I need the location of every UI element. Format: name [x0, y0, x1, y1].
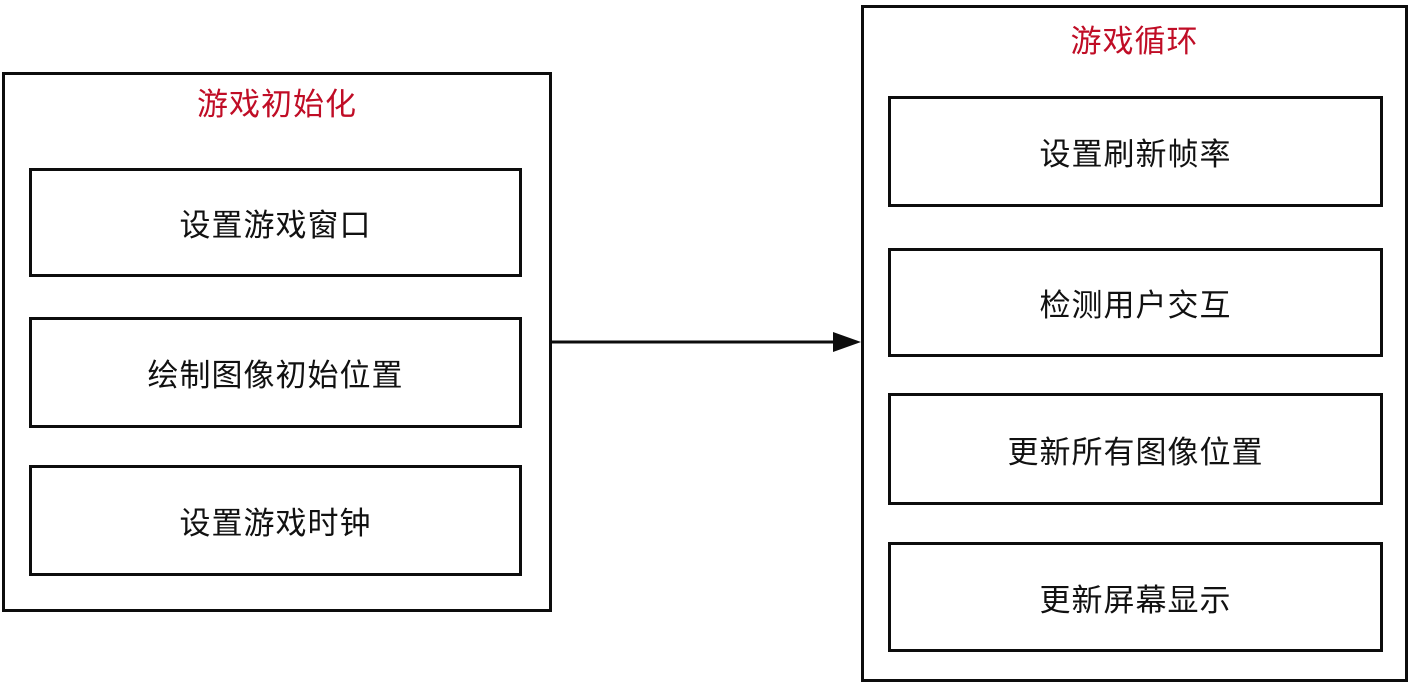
- step-detect-user-interaction: 检测用户交互: [888, 248, 1383, 357]
- step-set-frame-rate: 设置刷新帧率: [888, 96, 1383, 207]
- step-label: 绘制图像初始位置: [147, 358, 404, 393]
- step-set-game-clock: 设置游戏时钟: [29, 465, 522, 576]
- step-label: 设置游戏时钟: [179, 506, 372, 541]
- step-update-image-positions: 更新所有图像位置: [888, 393, 1383, 505]
- step-label: 更新屏幕显示: [1039, 582, 1232, 618]
- step-label: 设置刷新帧率: [1039, 137, 1232, 172]
- step-label: 设置游戏窗口: [179, 208, 372, 243]
- step-draw-initial-image-position: 绘制图像初始位置: [29, 317, 522, 428]
- group-title-game-init: 游戏初始化: [197, 87, 357, 122]
- step-label: 检测用户交互: [1039, 288, 1232, 323]
- group-title-game-loop: 游戏循环: [1070, 24, 1199, 59]
- step-label: 更新所有图像位置: [1007, 434, 1264, 470]
- flow-connector-arrow-icon: [552, 332, 861, 352]
- step-update-screen-display: 更新屏幕显示: [888, 542, 1383, 652]
- step-set-game-window: 设置游戏窗口: [29, 168, 522, 277]
